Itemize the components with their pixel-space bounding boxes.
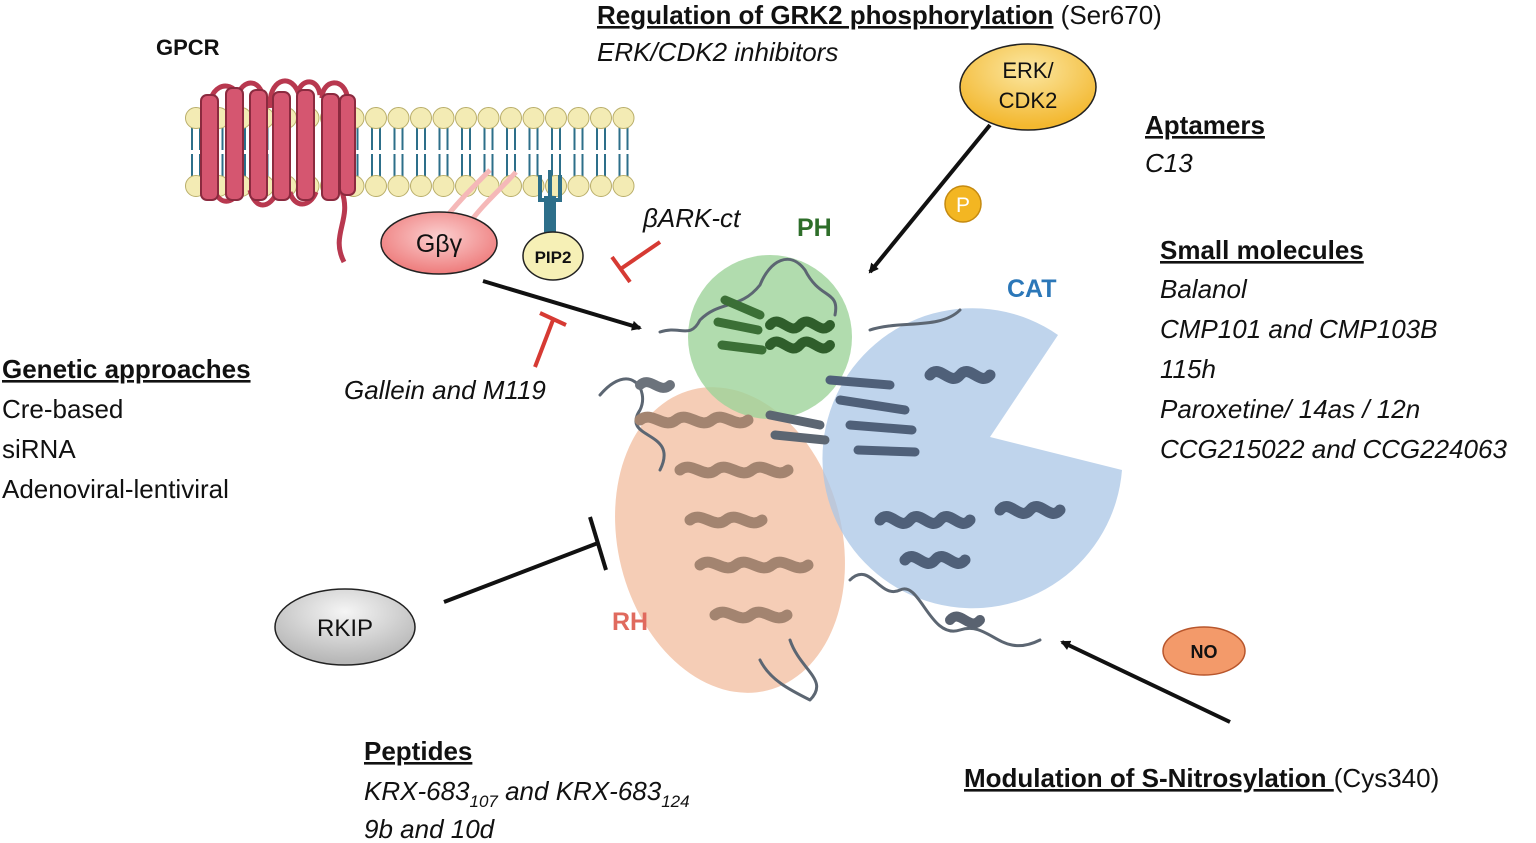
phosphate-node	[944, 185, 982, 223]
phosphate-label: P	[956, 194, 970, 217]
rkip-label: RKIP	[317, 615, 373, 642]
lipid-head	[590, 107, 612, 129]
erk-cdk2-label-line1: ERK/	[1002, 58, 1054, 83]
small-molecules-heading: Small molecules	[1160, 235, 1364, 265]
genetic-approaches-item: Cre-based	[2, 394, 123, 424]
cat-domain-label: CAT	[1007, 275, 1057, 303]
phosphorylation-item: ERK/CDK2 inhibitors	[597, 37, 838, 67]
aptamers-item: C13	[1145, 148, 1193, 178]
lipid-head	[477, 107, 500, 129]
lipid-head	[365, 107, 387, 129]
rh-domain-label: RH	[612, 608, 648, 636]
lipid-head	[612, 107, 635, 129]
small-molecules-item: Paroxetine/ 14as / 12n	[1160, 394, 1420, 424]
small-molecules-item: CCG215022 and CCG224063	[1160, 434, 1507, 464]
peptides-heading: Peptides	[364, 736, 472, 766]
small-molecules-item: CMP101 and CMP103B	[1160, 314, 1437, 344]
lipid-head	[432, 175, 455, 197]
lipid-head	[432, 107, 455, 129]
erk-cdk2-label-line2: CDK2	[999, 88, 1058, 113]
lipid-head	[387, 107, 410, 129]
pip2-stalk	[544, 196, 556, 236]
bark-ct-inhibition	[610, 240, 662, 284]
grk2-protein-structure	[598, 257, 1066, 702]
pip2-node	[522, 231, 584, 281]
gallein-inhibition	[533, 311, 567, 368]
bark-ct-label: βARK-ct	[642, 203, 742, 233]
peptides-item: KRX-683107 and KRX-683124	[364, 776, 690, 811]
aptamers-heading: Aptamers	[1145, 110, 1265, 140]
lipid-head	[590, 175, 612, 197]
rkip-node	[274, 588, 416, 666]
gby-activation-arrow	[482, 279, 642, 331]
no-label: NO	[1191, 642, 1218, 662]
genetic-approaches-item: Adenoviral-lentiviral	[2, 474, 229, 504]
lipid-head	[522, 107, 545, 129]
lipid-head	[500, 107, 522, 129]
gpcr-receptor	[200, 78, 356, 264]
nitrosylation-arrow	[1060, 640, 1231, 724]
small-molecules-item: Balanol	[1160, 274, 1248, 304]
gbetagamma-node	[380, 211, 498, 275]
lipid-head	[477, 175, 500, 197]
small-molecules-item: 115h	[1160, 354, 1216, 384]
lipid-head	[410, 175, 432, 197]
lipid-head	[365, 175, 387, 197]
ph-domain-region	[688, 255, 852, 419]
peptides-item: 9b and 10d	[364, 814, 496, 843]
lipid-head	[567, 175, 590, 197]
lipid-head	[410, 107, 432, 129]
genetic-approaches-heading: Genetic approaches	[2, 354, 251, 384]
erk-cdk2-node	[959, 43, 1097, 131]
lipid-head	[612, 175, 635, 197]
no-node	[1162, 626, 1246, 676]
erk-phosphorylation-arrow	[868, 123, 992, 274]
lipid-head	[387, 175, 410, 197]
gallein-label: Gallein and M119	[344, 375, 546, 405]
nitrosylation-heading: Modulation of S-Nitrosylation (Cys340)	[964, 763, 1439, 793]
gpcr-label: GPCR	[156, 35, 220, 60]
gbetagamma-label: Gβγ	[416, 230, 463, 258]
ph-domain-label: PH	[797, 214, 832, 242]
lipid-head	[455, 107, 477, 129]
cat-domain-region	[822, 308, 1122, 609]
rkip-inhibition	[443, 516, 608, 604]
genetic-approaches-item: siRNA	[2, 434, 76, 464]
phosphorylation-heading: Regulation of GRK2 phosphorylation (Ser6…	[597, 0, 1162, 30]
lipid-head	[545, 107, 567, 129]
lipid-head	[567, 107, 590, 129]
pip2-label: PIP2	[535, 248, 572, 267]
